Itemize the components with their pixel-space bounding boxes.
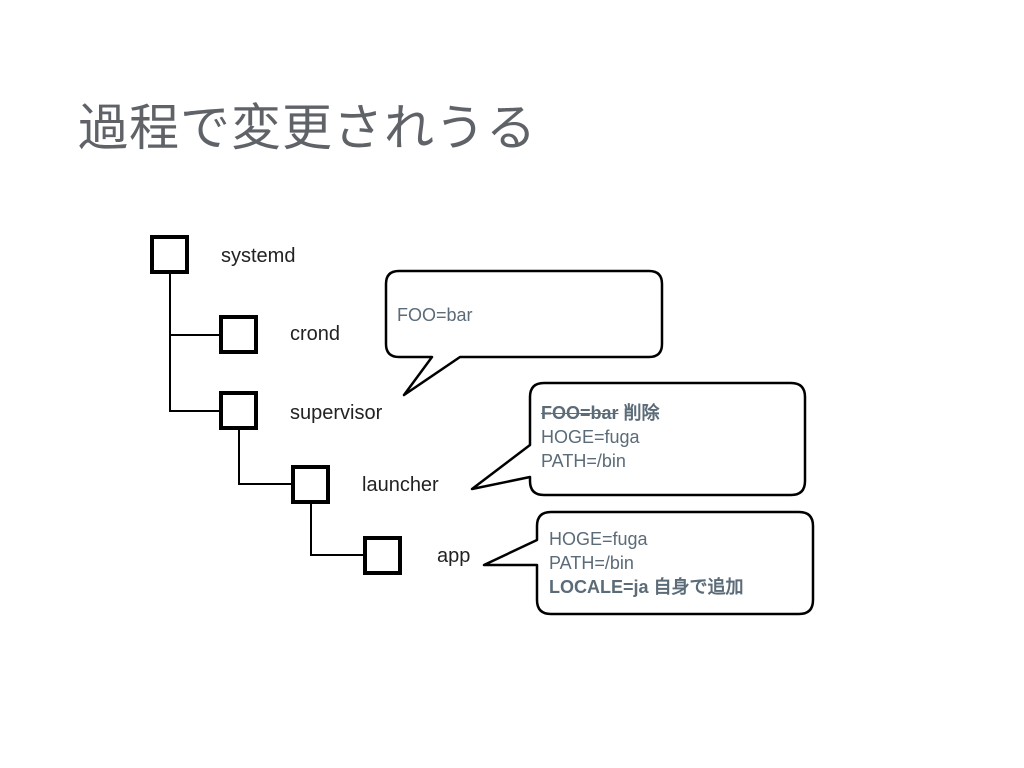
node-label-supervisor: supervisor [290, 402, 383, 424]
bubble-launcher-shape [470, 381, 807, 497]
node-box-systemd [150, 235, 189, 274]
node-label-systemd: systemd [221, 245, 296, 267]
env-var-removed-line: FOO=bar 削除 [541, 401, 660, 425]
node-box-crond [219, 315, 258, 354]
env-var-line: HOGE=fuga [541, 427, 640, 447]
env-var-added-line: LOCALE=ja 自身で追加 [549, 577, 744, 597]
bubble-supervisor-shape [384, 269, 664, 397]
env-var-line: PATH=/bin [541, 451, 626, 471]
node-box-launcher [291, 465, 330, 504]
removed-note: 削除 [623, 403, 660, 423]
bubble-app-text: HOGE=fuga PATH=/bin LOCALE=ja 自身で追加 [549, 527, 744, 599]
node-box-app [363, 536, 402, 575]
slide-title: 過程で変更されうる [78, 99, 537, 157]
node-label-app: app [437, 545, 471, 567]
node-box-supervisor [219, 391, 258, 430]
env-var-removed: FOO=bar [541, 403, 619, 423]
connector-supervisor-launcher [238, 430, 291, 485]
bubble-launcher-text: FOO=bar 削除 HOGE=fuga PATH=/bin [541, 401, 660, 473]
connector-systemd-supervisor [169, 335, 220, 412]
bubble-app-shape [482, 510, 815, 616]
env-var-line: HOGE=fuga [549, 529, 648, 549]
node-label-crond: crond [290, 323, 341, 345]
node-label-launcher: launcher [362, 474, 439, 496]
env-var-line: PATH=/bin [549, 553, 634, 573]
env-var-line: FOO=bar [397, 305, 473, 325]
connector-launcher-app [310, 503, 363, 556]
bubble-supervisor-text: FOO=bar [397, 303, 473, 327]
connector-systemd-crond [169, 272, 220, 336]
